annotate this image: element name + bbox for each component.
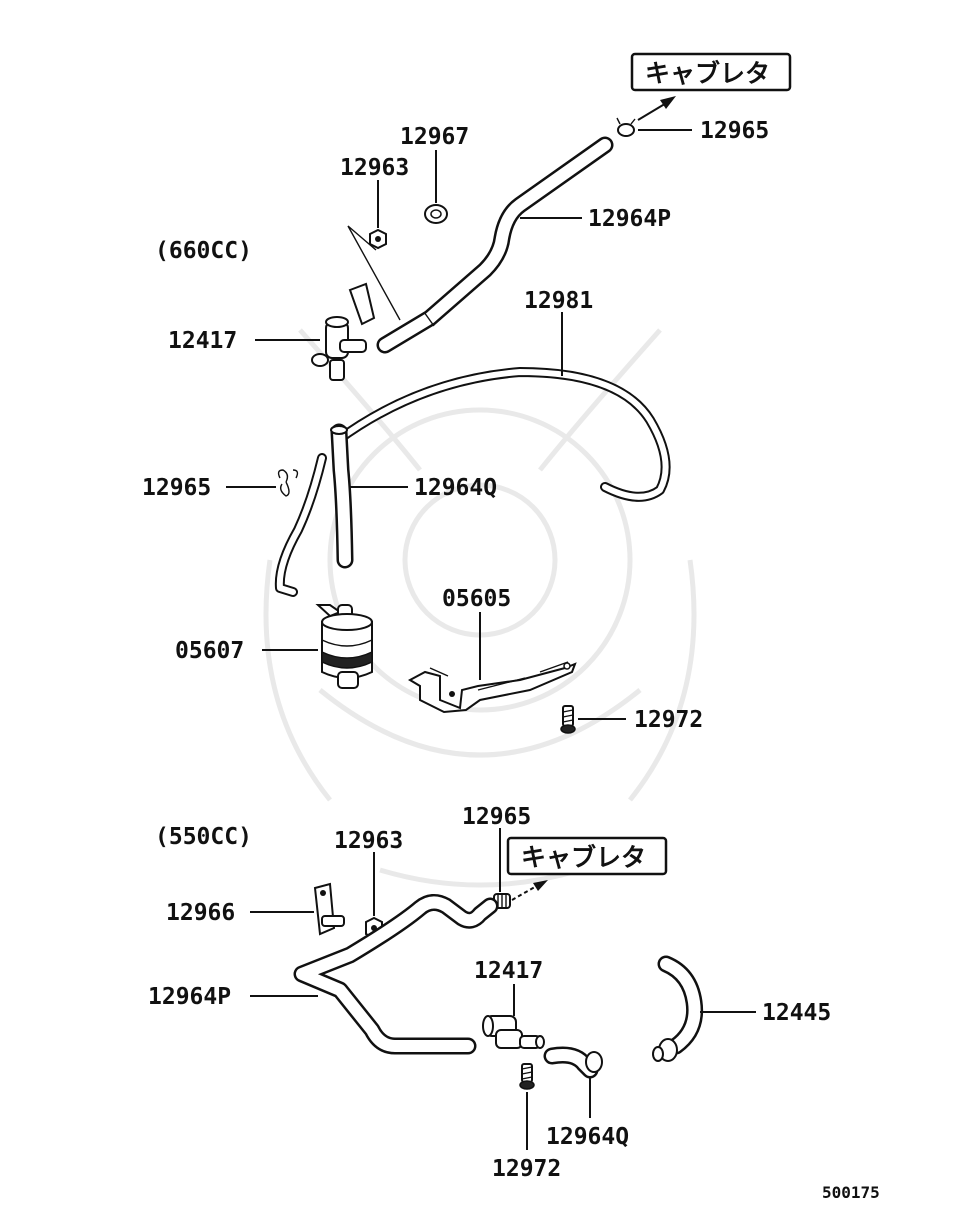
label-12972-lower: 12972 (492, 1156, 561, 1182)
arrow-to-carburetor-lower (511, 880, 548, 901)
label-12967: 12967 (400, 124, 469, 150)
part-12964Q-tube-upper (330, 423, 354, 569)
part-12417-valve-upper (311, 282, 376, 381)
arrow-to-carburetor-upper (637, 96, 676, 121)
section-label-660cc: (660CC) (155, 238, 252, 264)
part-12966-bracket (313, 882, 345, 936)
label-12965-lower: 12965 (462, 804, 531, 830)
part-12972-bolt-upper (560, 705, 576, 734)
label-12964P-lower: 12964P (148, 984, 231, 1010)
label-12972-upper: 12972 (634, 707, 703, 733)
part-12965-clamp-upper (616, 117, 636, 137)
label-12964Q-upper: 12964Q (414, 475, 497, 501)
part-05605-bracket (407, 661, 577, 714)
assembly-line-upper (347, 225, 401, 321)
callout-carburetor-upper-text: キャブレタ (645, 59, 770, 88)
image-code: 500175 (822, 1183, 880, 1202)
label-12445: 12445 (762, 1000, 831, 1026)
part-12981-hose (333, 367, 671, 502)
part-12964P-hose-upper (376, 136, 614, 354)
part-12964P-hose-lower (293, 894, 499, 1055)
label-12963-lower: 12963 (334, 828, 403, 854)
section-label-550cc: (550CC) (155, 824, 252, 850)
callout-carburetor-upper: キャブレタ (630, 52, 792, 92)
label-12965-left: 12965 (142, 475, 211, 501)
part-thin-tube-upper (274, 453, 327, 597)
part-12445-hose (652, 955, 704, 1062)
label-12965-top: 12965 (700, 118, 769, 144)
part-12972-bolt-lower (519, 1063, 535, 1090)
label-12964Q-lower: 12964Q (546, 1124, 629, 1150)
callout-carburetor-lower-text: キャブレタ (521, 843, 646, 872)
label-12963-upper: 12963 (340, 155, 409, 181)
label-12417-lower: 12417 (474, 958, 543, 984)
label-05605: 05605 (442, 586, 511, 612)
label-12966: 12966 (166, 900, 235, 926)
part-05607-canister (315, 604, 373, 689)
part-12967-ring (424, 204, 448, 224)
label-12981: 12981 (524, 288, 593, 314)
part-12963-nut-upper (369, 228, 387, 250)
label-05607: 05607 (175, 638, 244, 664)
label-12964P-upper: 12964P (588, 206, 671, 232)
callout-carburetor-lower: キャブレタ (506, 836, 668, 876)
part-12964Q-elbow-lower (543, 1046, 603, 1079)
part-12417-valve-lower (482, 1015, 545, 1049)
part-12965-clip-left (277, 469, 299, 497)
label-12417-upper: 12417 (168, 328, 237, 354)
